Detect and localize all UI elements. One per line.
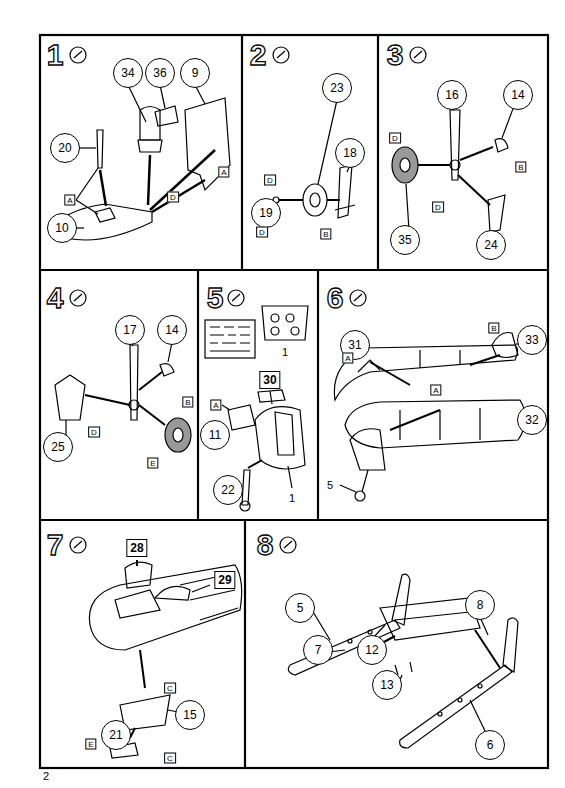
flag-letter: D [167, 192, 179, 203]
callout-number: 20 [50, 133, 80, 163]
callout-number: 8 [465, 590, 495, 620]
step-number: 5 [207, 283, 224, 313]
step-number: 8 [257, 530, 274, 560]
flag-letter: B [515, 162, 526, 173]
callout-number: 12 [357, 635, 387, 665]
step-number: 6 [327, 283, 344, 313]
boxed-callout: 30 [259, 371, 280, 389]
flag-letter: C [164, 683, 176, 694]
boxed-callout: 29 [214, 571, 235, 589]
flag-letter: D [88, 427, 100, 438]
callout-number: 13 [372, 670, 402, 700]
flag-letter: D [264, 175, 276, 186]
callout-number: 24 [476, 230, 506, 260]
step-number: 7 [47, 530, 64, 560]
flag-letter: D [432, 202, 444, 213]
cockpit-tub-parts [50, 85, 230, 240]
callout-number: 5 [285, 593, 315, 623]
step-number: 4 [47, 283, 64, 313]
callout-number: 35 [390, 225, 420, 255]
flag-letter: E [147, 458, 158, 469]
callout-number: 22 [213, 475, 243, 505]
callout-number: 36 [145, 58, 175, 88]
callout-number: 21 [101, 720, 131, 750]
cockpit-panel-parts [205, 306, 308, 511]
flag-letter: A [64, 195, 75, 206]
callout-number: 18 [335, 138, 365, 168]
flag-letter: A [342, 353, 353, 364]
tail-booms [288, 574, 518, 748]
flag-letter: B [320, 229, 331, 240]
flag-letter: A [430, 385, 441, 396]
main-gear-parts [392, 106, 514, 234]
callout-number: 6 [475, 730, 505, 760]
callout-number: 11 [200, 420, 230, 450]
step-number: 2 [250, 40, 267, 70]
plain-number: 1 [281, 346, 289, 358]
callout-number: 25 [43, 432, 73, 462]
callout-number: 7 [303, 635, 333, 665]
flag-letter: E [85, 739, 96, 750]
plain-number: 2 [42, 770, 50, 782]
gear-leg-parts [55, 342, 191, 452]
flag-letter: B [182, 397, 193, 408]
flag-letter: A [218, 167, 229, 178]
step-number: 3 [387, 40, 404, 70]
flag-letter: B [488, 323, 499, 334]
boxed-callout: 28 [126, 539, 147, 557]
panel-frames [40, 35, 548, 768]
plain-number: 1 [288, 492, 296, 504]
plain-number: 5 [326, 479, 334, 491]
callout-number: 14 [157, 315, 187, 345]
fuselage-assembly [89, 560, 241, 758]
callout-number: 32 [517, 405, 547, 435]
callout-number: 15 [175, 700, 205, 730]
callout-number: 17 [115, 315, 145, 345]
callout-number: 10 [47, 213, 77, 243]
callout-number: 19 [251, 198, 281, 228]
flag-letter: C [164, 753, 176, 764]
callout-number: 16 [437, 80, 467, 110]
callout-number: 23 [322, 73, 352, 103]
glue-icons [70, 47, 426, 553]
callout-number: 33 [517, 325, 547, 355]
flag-letter: D [389, 133, 401, 144]
callout-number: 9 [180, 58, 210, 88]
step-number: 1 [47, 40, 64, 70]
flag-letter: A [210, 400, 221, 411]
fuselage-halves [334, 333, 525, 502]
callout-number: 14 [503, 80, 533, 110]
callout-number: 34 [113, 58, 143, 88]
flag-letter: D [256, 227, 268, 238]
